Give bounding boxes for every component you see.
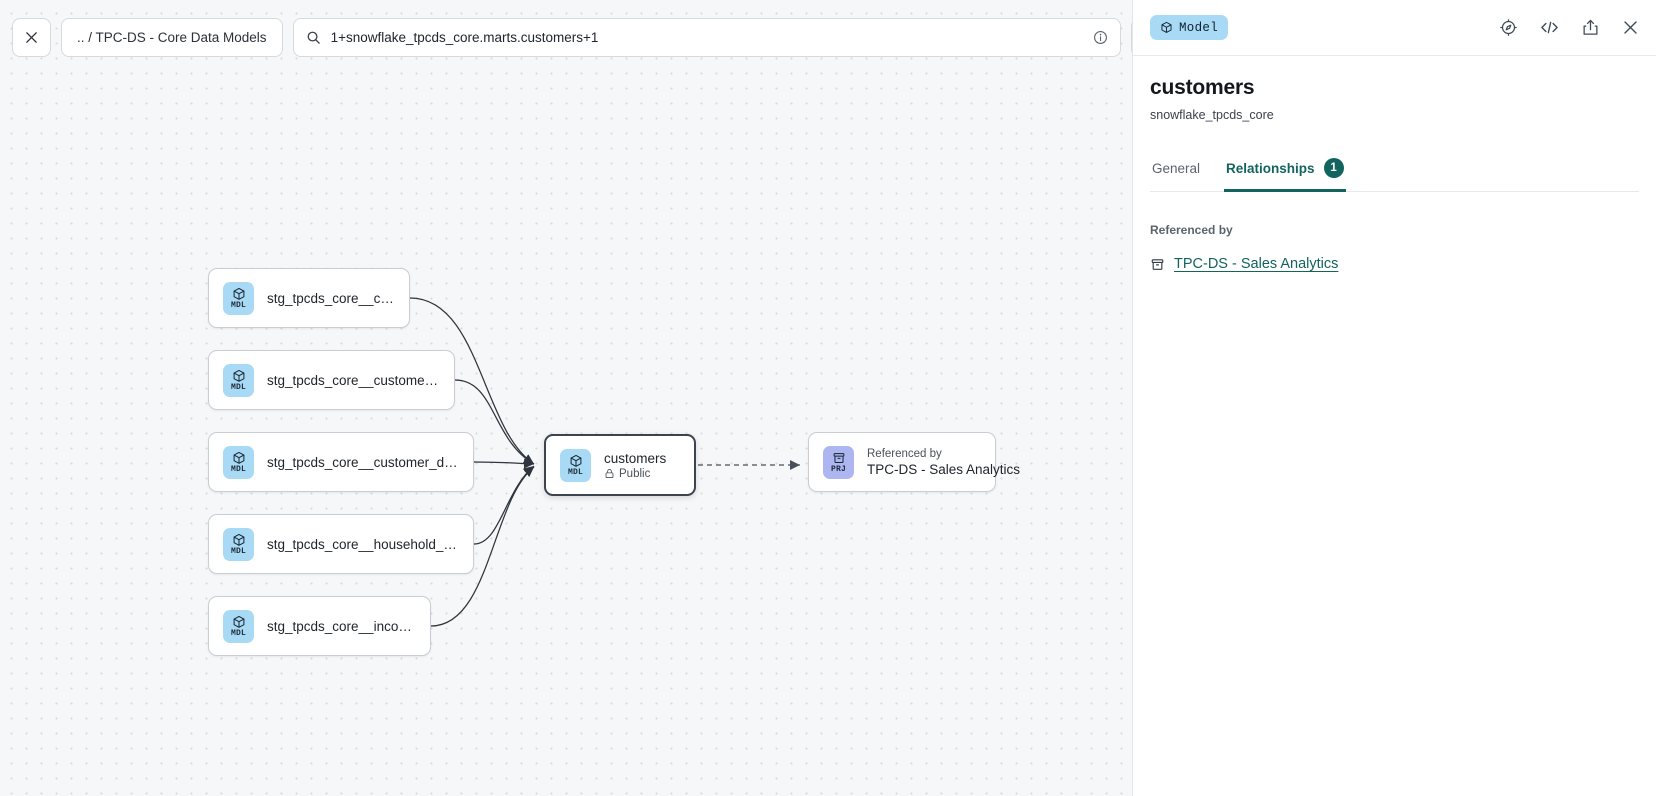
model-type-badge: MDL (223, 527, 254, 561)
badge-label: PRJ (830, 464, 846, 474)
details-panel-header: Model (1133, 0, 1656, 56)
object-type-pill: Model (1150, 15, 1229, 40)
close-icon[interactable] (1621, 18, 1640, 37)
node-label: stg_tpcds_core__income_band (267, 618, 416, 634)
lineage-node-upstream[interactable]: MDL stg_tpcds_core__customer (208, 268, 410, 328)
cube-icon (232, 369, 246, 383)
breadcrumb-label: .. / TPC-DS - Core Data Models (77, 30, 267, 45)
model-type-badge: MDL (223, 609, 254, 643)
model-type-badge: MDL (223, 445, 254, 479)
badge-label: MDL (567, 467, 583, 477)
model-type-badge: MDL (223, 281, 254, 315)
node-label: stg_tpcds_core__customer (267, 290, 395, 306)
tab-relationships[interactable]: Relationships 1 (1224, 158, 1346, 192)
details-panel-body: customers snowflake_tpcds_core General R… (1133, 56, 1656, 272)
share-icon[interactable] (1581, 18, 1600, 37)
lineage-canvas[interactable]: .. / TPC-DS - Core Data Models 1+snowfla… (0, 0, 1132, 796)
node-access-label: Public (619, 467, 651, 480)
badge-label: MDL (230, 382, 246, 392)
panel-tabs: General Relationships 1 (1150, 158, 1639, 192)
lineage-node-downstream-project[interactable]: PRJ Referenced by TPC-DS - Sales Analyti… (808, 432, 1021, 492)
lineage-node-upstream[interactable]: MDL stg_tpcds_core__customer_demogra… (208, 432, 474, 492)
lineage-node-upstream[interactable]: MDL stg_tpcds_core__customer_address (208, 350, 455, 410)
badge-label: MDL (230, 546, 246, 556)
node-text-stack: customers Public (604, 451, 666, 480)
cube-icon (569, 454, 583, 468)
panel-header-actions (1499, 18, 1640, 37)
object-type-label: Model (1179, 20, 1219, 35)
lineage-node-upstream[interactable]: MDL stg_tpcds_core__income_band (208, 596, 431, 656)
node-pretitle: Referenced by (867, 447, 942, 460)
cube-icon (232, 615, 246, 629)
cube-icon (232, 287, 246, 301)
tab-label: General (1152, 160, 1201, 176)
lineage-node-selected[interactable]: MDL customers Public (544, 434, 696, 496)
code-icon[interactable] (1539, 18, 1560, 37)
tab-count-badge: 1 (1323, 158, 1344, 178)
search-icon (306, 30, 321, 45)
lineage-edges (409, 297, 800, 627)
node-label: stg_tpcds_core__customer_address (267, 372, 440, 388)
refresh-button[interactable] (1130, 18, 1132, 57)
node-label: stg_tpcds_core__customer_demogra… (267, 454, 459, 470)
lineage-focus-icon[interactable] (1499, 18, 1518, 37)
cube-icon (1160, 21, 1173, 34)
project-type-badge: PRJ (823, 445, 854, 479)
tab-label: Relationships (1226, 160, 1315, 176)
list-item[interactable]: TPC-DS - Sales Analytics (1150, 256, 1639, 272)
model-type-badge: MDL (560, 448, 591, 482)
cube-icon (232, 533, 246, 547)
canvas-toolbar: .. / TPC-DS - Core Data Models 1+snowfla… (12, 18, 1132, 57)
page-title: customers (1150, 76, 1255, 99)
node-label: TPC-DS - Sales Analytics (867, 461, 1021, 477)
breadcrumb-button[interactable]: .. / TPC-DS - Core Data Models (61, 18, 283, 57)
badge-label: MDL (230, 464, 246, 474)
project-icon (1150, 257, 1165, 272)
lineage-search-field[interactable]: 1+snowflake_tpcds_core.marts.customers+1 (292, 18, 1121, 57)
node-access: Public (604, 468, 666, 480)
model-type-badge: MDL (223, 363, 254, 397)
details-panel: Model (1132, 0, 1656, 796)
info-icon[interactable] (1093, 30, 1108, 45)
cube-icon (232, 451, 246, 465)
close-icon (24, 30, 39, 45)
badge-label: MDL (230, 300, 246, 310)
close-lineage-button[interactable] (12, 18, 51, 57)
archive-icon (832, 451, 846, 465)
search-input-value: 1+snowflake_tpcds_core.marts.customers+1 (330, 30, 599, 45)
section-title-referenced-by: Referenced by (1150, 223, 1233, 237)
page-subtitle: snowflake_tpcds_core (1150, 108, 1274, 122)
lock-icon (604, 468, 615, 479)
node-text-stack: Referenced by TPC-DS - Sales Analytics (867, 447, 1021, 477)
tab-general[interactable]: General (1150, 158, 1202, 192)
node-label: customers (604, 450, 667, 466)
node-label: stg_tpcds_core__household_demogr… (267, 536, 459, 552)
lineage-node-upstream[interactable]: MDL stg_tpcds_core__household_demogr… (208, 514, 474, 574)
badge-label: MDL (230, 628, 246, 638)
reference-link[interactable]: TPC-DS - Sales Analytics (1174, 256, 1339, 272)
